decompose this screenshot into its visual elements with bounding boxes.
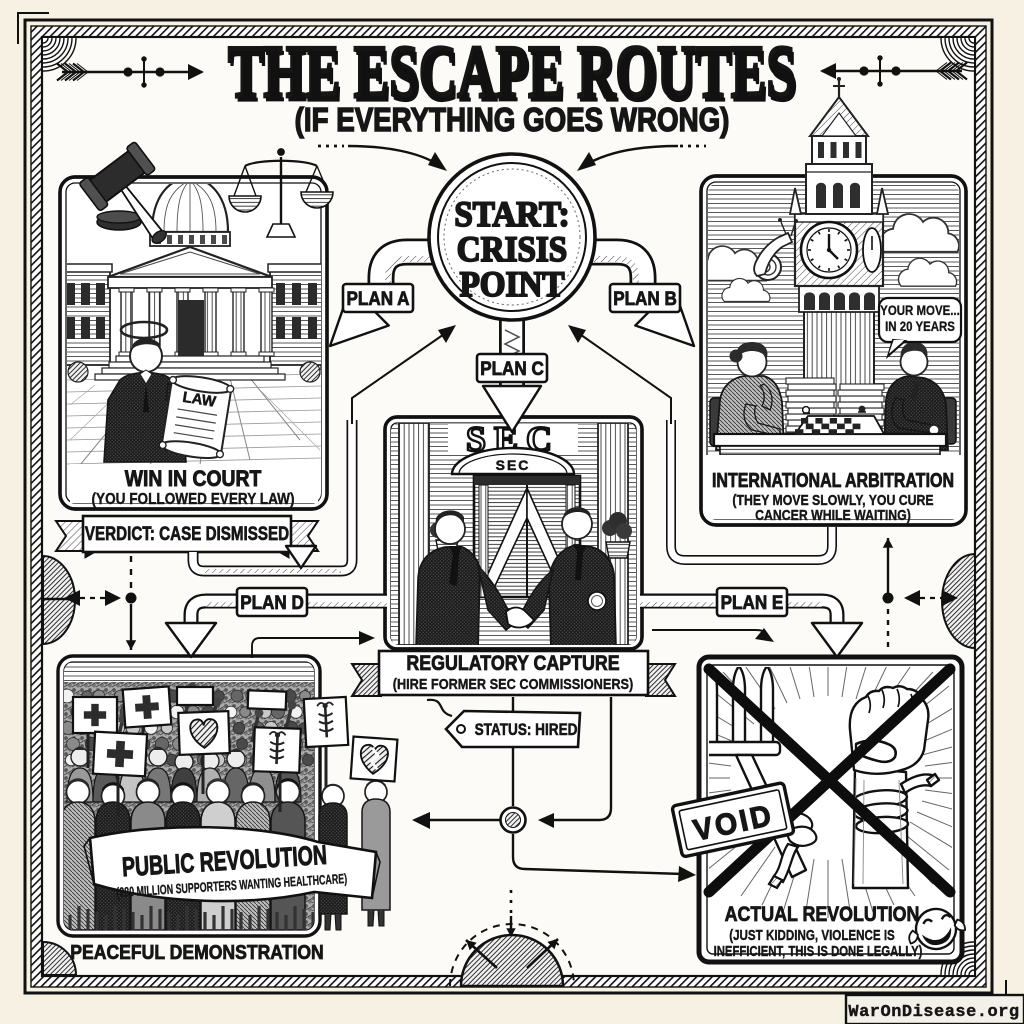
svg-text:IN 20 YEARS: IN 20 YEARS (885, 319, 955, 334)
svg-text:PLAN B: PLAN B (613, 288, 677, 309)
svg-text:PLAN E: PLAN E (721, 592, 784, 613)
svg-text:PLAN C: PLAN C (480, 358, 544, 379)
svg-text:(THEY MOVE SLOWLY, YOU CURE: (THEY MOVE SLOWLY, YOU CURE (732, 492, 933, 508)
svg-text:REGULATORY CAPTURE: REGULATORY CAPTURE (406, 652, 619, 676)
svg-text:SEC: SEC (496, 457, 531, 473)
svg-text:PEACEFUL DEMONSTRATION: PEACEFUL DEMONSTRATION (70, 941, 323, 963)
svg-text:(YOU FOLLOWED EVERY LAW): (YOU FOLLOWED EVERY LAW) (92, 491, 295, 508)
svg-text:PLAN D: PLAN D (240, 592, 304, 613)
svg-text:VERDICT: CASE DISMISSED: VERDICT: CASE DISMISSED (85, 522, 289, 544)
svg-text:(HIRE FORMER SEC COMMISSIONERS: (HIRE FORMER SEC COMMISSIONERS) (393, 675, 634, 692)
svg-text:CANCER WHILE WAITING): CANCER WHILE WAITING) (755, 507, 911, 523)
svg-text:THE ESCAPE ROUTES: THE ESCAPE ROUTES (230, 35, 798, 118)
svg-text:START:: START: (454, 195, 569, 235)
svg-text:WIN IN COURT: WIN IN COURT (125, 467, 262, 491)
svg-text:CRISIS: CRISIS (457, 230, 567, 270)
svg-text:POINT: POINT (460, 265, 565, 305)
svg-text:(IF EVERYTHING GOES WRONG): (IF EVERYTHING GOES WRONG) (295, 102, 730, 139)
svg-text:(JUST KIDDING, VIOLENCE IS: (JUST KIDDING, VIOLENCE IS (729, 927, 895, 944)
svg-text:LAW: LAW (181, 389, 217, 411)
svg-text:YOUR MOVE...: YOUR MOVE... (880, 303, 960, 318)
svg-text:PLAN A: PLAN A (347, 288, 410, 309)
svg-text:STATUS: HIRED: STATUS: HIRED (475, 721, 578, 740)
svg-text:INEFFICIENT, THIS IS DONE LEGA: INEFFICIENT, THIS IS DONE LEGALLY) (714, 943, 923, 960)
svg-text:WarOnDisease.org: WarOnDisease.org (848, 1003, 1019, 1022)
svg-text:THE ESCAPE ROUTES: THE ESCAPE ROUTES (228, 31, 796, 114)
svg-text:ACTUAL REVOLUTION: ACTUAL REVOLUTION (725, 903, 920, 927)
svg-text:INTERNATIONAL ARBITRATION: INTERNATIONAL ARBITRATION (712, 469, 954, 491)
